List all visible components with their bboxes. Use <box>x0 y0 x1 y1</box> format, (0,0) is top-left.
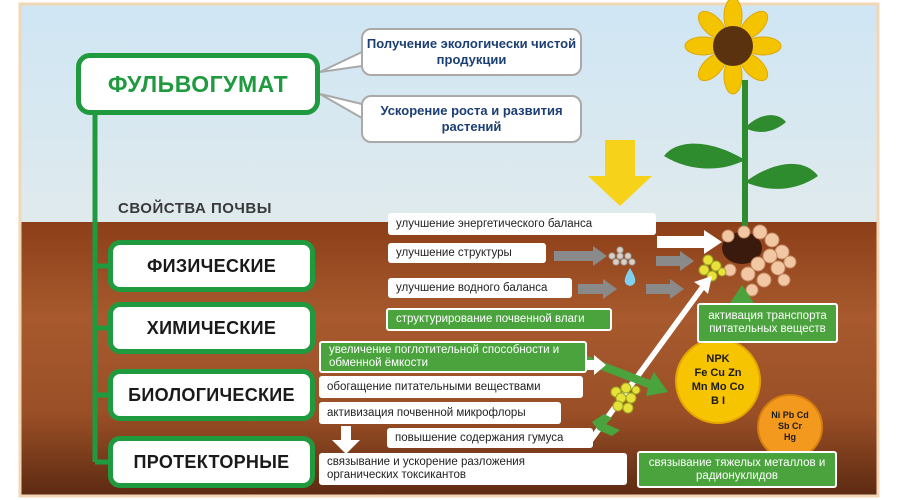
soil-aggregate <box>698 224 797 297</box>
metal-line: Hg <box>784 432 796 442</box>
effect-label: улучшение водного баланса <box>388 278 572 298</box>
nutrient-line: Fe Cu Zn <box>694 367 742 379</box>
category-protective: ПРОТЕКТОРНЫЕ <box>108 436 315 488</box>
down-arrow-small-icon <box>332 426 360 454</box>
nutrients-text: NPK Fe Cu Zn Mn Mo Co B I <box>682 352 754 408</box>
benefit-callout: Ускорение роста и развития растений <box>361 95 582 143</box>
nutrient-line: B I <box>710 395 726 407</box>
category-biological: БИОЛОГИЧЕСКИЕ <box>108 369 315 421</box>
effect-label: связывание и ускорение разложения органи… <box>319 453 627 485</box>
effect-text: связывание и ускорение разложения органи… <box>327 456 525 481</box>
metal-line: Ni Pb Cd <box>771 410 809 420</box>
effect-label-green: структурирование почвенной влаги <box>386 308 612 331</box>
transport-pointer <box>730 285 754 303</box>
effect-label: повышение содержания гумуса <box>387 428 593 448</box>
transport-label: активация транспорта питательных веществ <box>697 303 838 343</box>
heavy-metals-text: Ni Pb Cd Sb Cr Hg <box>762 410 818 443</box>
category-chemical: ХИМИЧЕСКИЕ <box>108 302 315 354</box>
heavy-metals-label: связывание тяжелых металлов и радионукли… <box>637 451 837 488</box>
nutrient-line: Mn Mo Co <box>691 381 745 393</box>
benefit-callout: Получение экологически чистой продукции <box>361 28 582 76</box>
nutrient-line: NPK <box>706 353 730 365</box>
effect-label: активизация почвенной микрофлоры <box>319 402 561 424</box>
effect-label: улучшение энергетического баланса <box>388 213 656 235</box>
category-physical: ФИЗИЧЕСКИЕ <box>108 240 315 292</box>
effect-label-green: увеличение поглотительной способности и … <box>319 341 587 373</box>
soil-properties-heading: СВОЙСТВА ПОЧВЫ <box>118 200 272 217</box>
main-title: ФУЛЬВОГУМАТ <box>76 53 320 115</box>
metal-line: Sb Cr <box>777 421 802 431</box>
down-arrow-icon <box>588 140 652 206</box>
category-connector <box>92 113 110 465</box>
effect-label: обогащение питательными веществами <box>319 376 583 398</box>
effect-label: улучшение структуры <box>388 243 546 263</box>
sunflower-icon <box>664 0 818 232</box>
physical-arrows <box>554 230 722 299</box>
